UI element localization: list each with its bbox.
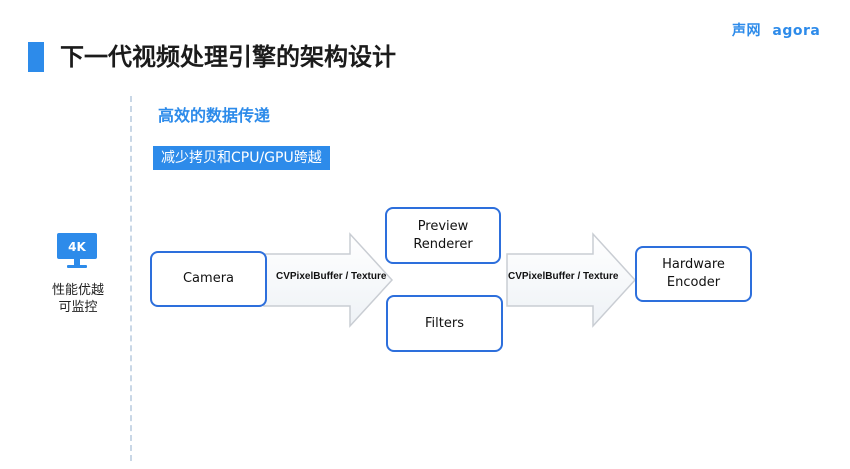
section-divider (130, 96, 132, 461)
brand-en: agora (772, 23, 821, 39)
hardware-encoder-node: Hardware Encoder (635, 246, 752, 302)
section-tag: 减少拷贝和CPU/GPU跨越 (153, 146, 330, 170)
section-heading: 高效的数据传递 (158, 106, 271, 125)
brand-cn: 声网 (732, 23, 761, 39)
side-label: 性能优越 可监控 (51, 283, 104, 315)
brand-logo: 声网 agora (732, 20, 820, 40)
left-block-arrow (263, 232, 394, 328)
camera-node: Camera (150, 251, 267, 307)
monitor-badge: 4K (68, 240, 86, 254)
title-accent-bar (28, 42, 44, 72)
monitor-icon: 4K (57, 233, 97, 268)
right-block-arrow (506, 232, 637, 328)
filters-node: Filters (386, 295, 503, 352)
preview-renderer-node: Preview Renderer (385, 207, 501, 264)
right-arrow-label: CVPixelBuffer / Texture (508, 271, 619, 282)
left-arrow-label: CVPixelBuffer / Texture (276, 271, 387, 282)
slide-title: 下一代视频处理引擎的架构设计 (60, 43, 396, 71)
